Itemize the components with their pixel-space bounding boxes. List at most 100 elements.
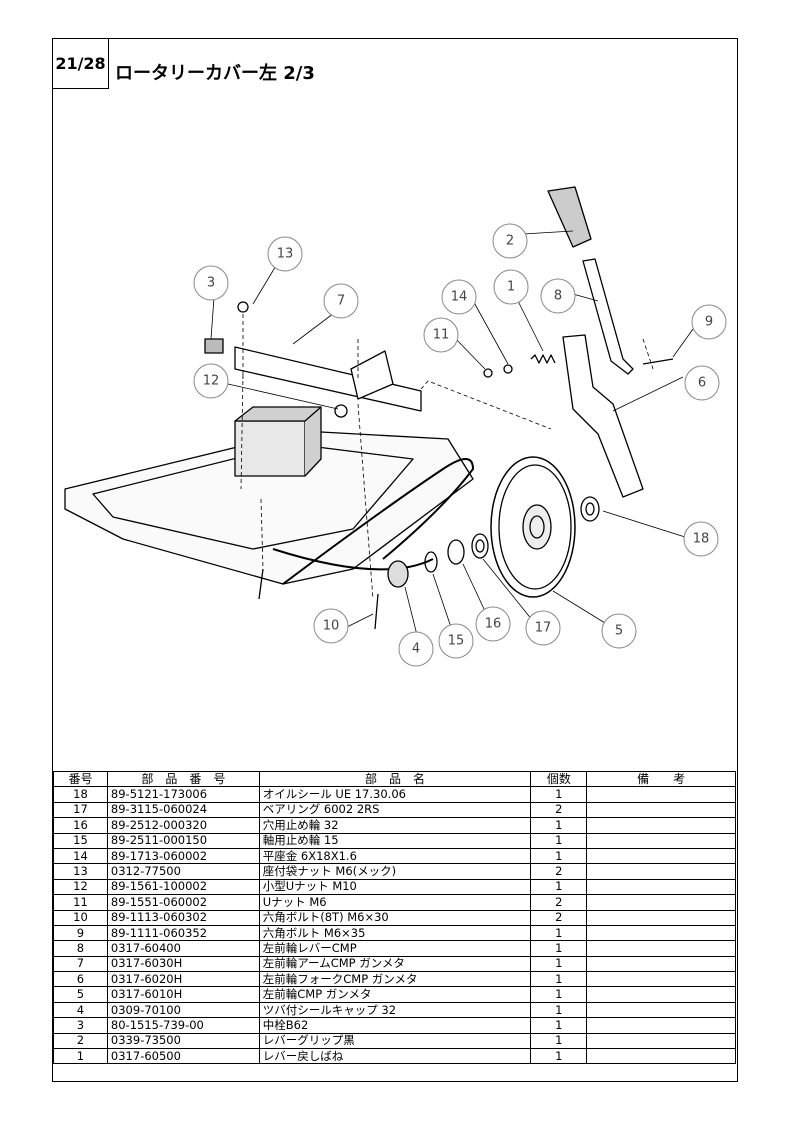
washer-14: [503, 364, 513, 374]
seal-18: [580, 496, 600, 522]
cell-remarks: [586, 786, 736, 803]
cell-qty: 1: [530, 878, 588, 896]
deck-outline: [64, 430, 474, 585]
cell-code: 0317-6030H: [106, 955, 260, 973]
cell-qty: 1: [530, 786, 588, 803]
cell-name: Uナット M6: [258, 894, 532, 911]
cell-code: 89-1551-060002: [106, 894, 260, 911]
callout-13: [267, 236, 303, 272]
cell-remarks: [586, 801, 736, 819]
callout-11: [423, 317, 459, 353]
parts-table-header: 番号 部 品 番 号 部 品 名 個数 備 考: [53, 770, 736, 788]
callout-1: [493, 269, 529, 305]
callout-label-13: 13: [277, 247, 294, 262]
cell-remarks: [586, 894, 736, 911]
cell-name: ベアリング 6002 2RS: [258, 801, 532, 819]
cap-4: [387, 560, 409, 588]
callout-label-7: 7: [337, 294, 345, 309]
callout-label-8: 8: [554, 289, 562, 304]
callout-label-1: 1: [507, 280, 515, 295]
cell-no: 11: [53, 894, 108, 911]
cell-name: レバーグリップ黒: [258, 1032, 532, 1050]
cell-qty: 2: [530, 801, 588, 819]
nut-12: [334, 404, 348, 418]
spring-1: [530, 354, 556, 364]
cell-name: 軸用止め輪 15: [258, 832, 532, 849]
cell-name: 座付袋ナット M6(メック): [258, 863, 532, 880]
cell-qty: 2: [530, 863, 588, 880]
cell-remarks: [586, 955, 736, 973]
cell-no: 15: [53, 832, 108, 849]
cell-qty: 1: [530, 955, 588, 973]
cell-remarks: [586, 909, 736, 926]
callout-3: [193, 265, 229, 301]
cell-no: 7: [53, 955, 108, 973]
callout-8: [540, 278, 576, 314]
page-title: ロータリーカバー左 2/3: [115, 63, 315, 84]
callout-2: [492, 223, 528, 259]
cell-qty: 1: [530, 1001, 588, 1019]
callout-5: [601, 613, 637, 649]
callout-label-3: 3: [207, 276, 215, 291]
callout-15: [438, 623, 474, 659]
cell-remarks: [586, 832, 736, 849]
circlip-16: [447, 539, 465, 565]
callout-label-10: 10: [323, 619, 340, 634]
callout-label-15: 15: [448, 634, 465, 649]
cell-code: 0317-6020H: [106, 971, 260, 988]
cell-no: 3: [53, 1017, 108, 1034]
cell-no: 14: [53, 847, 108, 865]
cell-code: 89-1713-060002: [106, 847, 260, 865]
callout-6: [684, 365, 720, 401]
cell-qty: 2: [530, 894, 588, 911]
cell-qty: 2: [530, 909, 588, 926]
fork-6: [562, 334, 644, 498]
cell-qty: 1: [530, 1048, 588, 1065]
cell-remarks: [586, 847, 736, 865]
cell-no: 18: [53, 786, 108, 803]
cell-code: 0317-6010H: [106, 986, 260, 1003]
bolt-9: [642, 358, 674, 365]
cell-qty: 1: [530, 940, 588, 957]
bolt-10a: [258, 568, 264, 600]
cell-code: 0317-60500: [106, 1048, 260, 1065]
cell-remarks: [586, 1048, 736, 1065]
header-no: 番号: [53, 770, 108, 788]
cell-qty: 1: [530, 924, 588, 942]
cell-code: 0317-60400: [106, 940, 260, 957]
cell-no: 16: [53, 817, 108, 834]
circlip-15: [424, 551, 438, 573]
cell-remarks: [586, 1032, 736, 1050]
callout-14: [441, 279, 477, 315]
cell-remarks: [586, 986, 736, 1003]
cell-no: 12: [53, 878, 108, 896]
frame-arc: [282, 458, 474, 585]
nut-11: [483, 368, 493, 378]
cell-name: ツバ付シールキャップ 32: [258, 1001, 532, 1019]
callout-10: [313, 608, 349, 644]
callout-label-16: 16: [485, 617, 502, 632]
header-code: 部 品 番 号: [106, 770, 260, 788]
cell-remarks: [586, 863, 736, 880]
bolt-10b: [374, 593, 379, 630]
cell-qty: 1: [530, 847, 588, 865]
cell-no: 4: [53, 1001, 108, 1019]
cell-remarks: [586, 971, 736, 988]
callout-label-5: 5: [615, 624, 623, 639]
cell-remarks: [586, 1017, 736, 1034]
callout-16: [475, 606, 511, 642]
parts-sheet: 21/28 ロータリーカバー左 2/3: [52, 38, 738, 1082]
cell-code: 89-5121-173006: [106, 786, 260, 803]
